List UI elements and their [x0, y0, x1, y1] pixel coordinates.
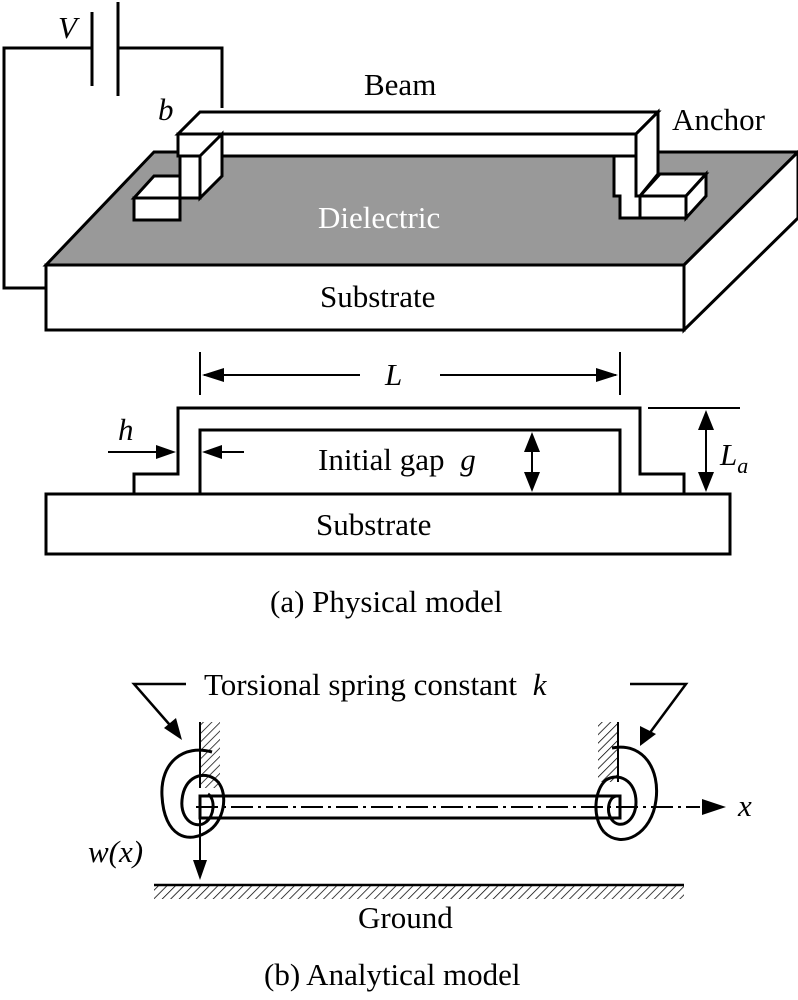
length-arrow-right: [596, 368, 618, 382]
ground-hatch: [154, 885, 684, 899]
substrate-label-bottom: Substrate: [316, 507, 431, 542]
left-spring-outer: [160, 748, 213, 839]
right-spring-inner: [594, 775, 638, 833]
substrate-cross-section: [44, 492, 732, 556]
gap-arrow-top: [524, 432, 540, 452]
la-arrow-bottom: [698, 472, 714, 492]
left-post-front: [178, 154, 202, 200]
h-arrow-right-head: [202, 445, 222, 459]
caption-b: (b) Analytical model: [264, 957, 521, 992]
dielectric-label: Dielectric: [318, 200, 440, 235]
ground-label: Ground: [358, 900, 453, 935]
length-arrow-left: [202, 368, 224, 382]
left-post-inner: [198, 130, 224, 202]
beam-label: Beam: [364, 67, 436, 102]
beam-front-face: [176, 132, 638, 158]
beam-top-face: [174, 110, 662, 136]
caption-a: (a) Physical model: [270, 584, 502, 619]
analytical-model: Torsional spring constant k x w(x): [88, 667, 752, 992]
substrate-label-top: Substrate: [320, 279, 435, 314]
deflection-label: w(x): [88, 834, 143, 869]
spring-pointer-right: [630, 682, 689, 739]
left-anchor-foot-front: [132, 196, 182, 222]
gap-label: Initial gap g: [318, 442, 476, 477]
h-label: h: [118, 412, 134, 447]
x-label: x: [737, 788, 752, 823]
h-arrow-left-head: [156, 445, 176, 459]
spring-label: Torsional spring constant k: [204, 667, 548, 702]
left-wall-hatch: [200, 722, 220, 788]
deflection-arrow-head: [193, 860, 207, 880]
width-b-label: b: [158, 92, 174, 127]
right-anchor-foot-side: [684, 170, 708, 222]
spring-pointer-left-head: [164, 718, 182, 740]
spring-pointer-left: [131, 682, 186, 733]
gap-arrow-bottom: [524, 472, 540, 492]
la-arrow-top: [698, 410, 714, 430]
right-spring-outer: [602, 745, 659, 841]
spring-pointer-right-head: [640, 726, 656, 746]
right-wall-hatch: [598, 722, 618, 782]
physical-model-3d: V Substrate Dielectric Beam b Anchor: [2, 2, 798, 334]
left-spring-inner: [180, 774, 226, 832]
length-label: L: [384, 357, 402, 392]
substrate-side-face: [682, 149, 798, 334]
right-post-side: [634, 108, 660, 198]
voltage-label: V: [58, 10, 80, 45]
cross-section: L Substrate h Initial gap g La (a) Physi…: [44, 352, 748, 619]
x-axis-arrow: [702, 799, 726, 815]
beam-cross-section: [132, 406, 686, 496]
voltage-wire: [2, 46, 224, 290]
la-label: La: [719, 437, 748, 478]
anchor-label: Anchor: [672, 102, 766, 137]
right-anchor-foot-front: [638, 194, 688, 220]
